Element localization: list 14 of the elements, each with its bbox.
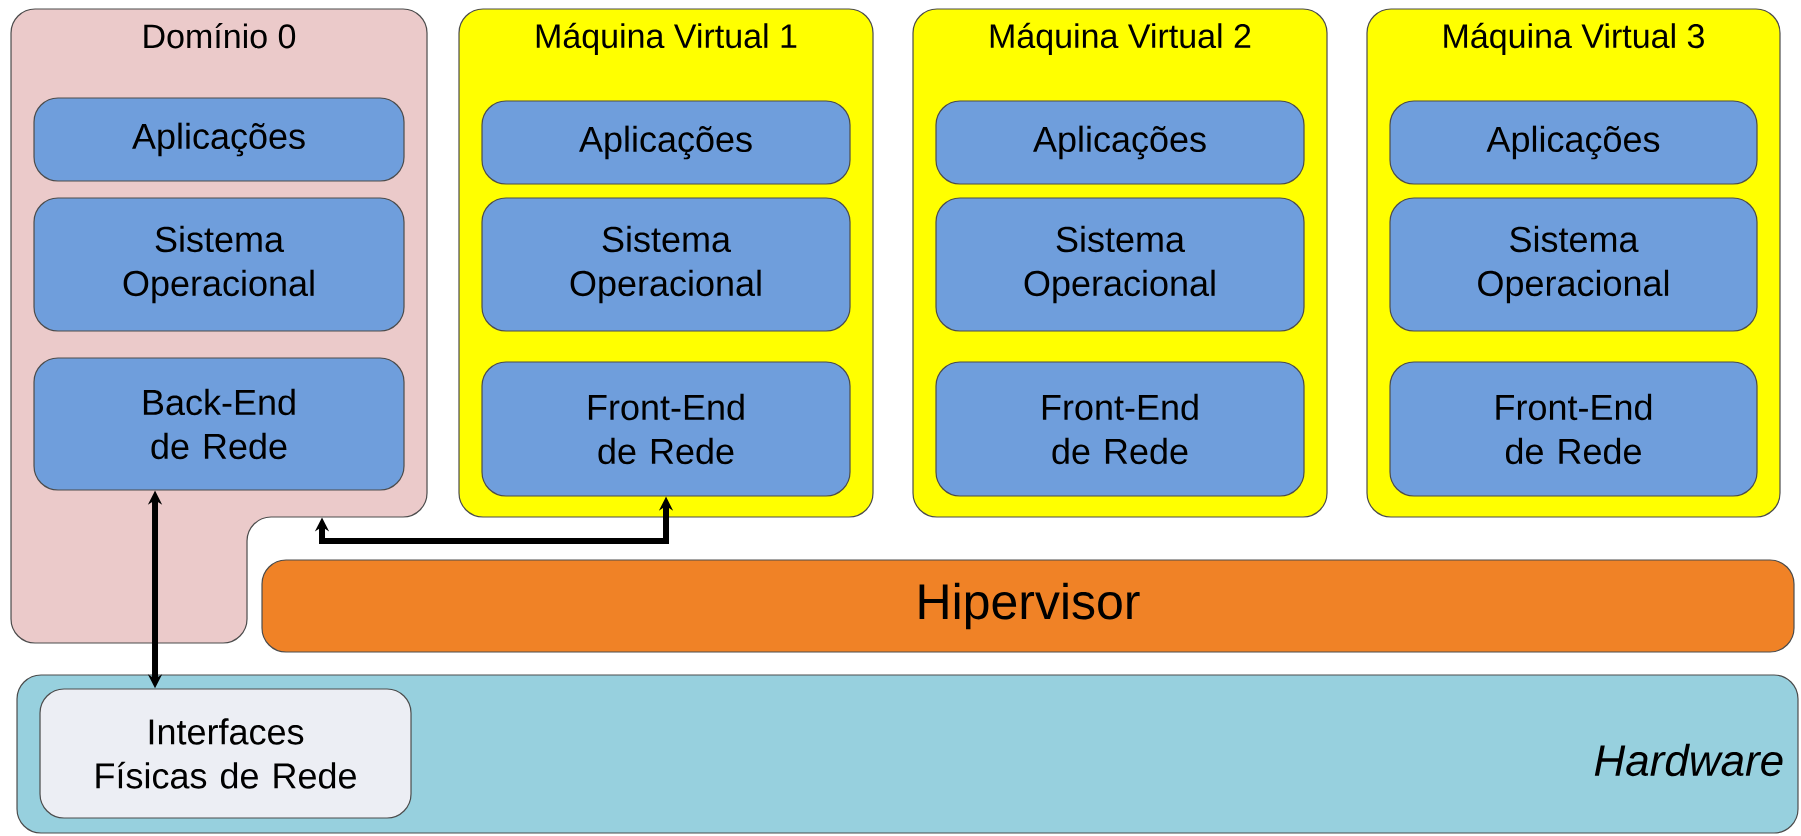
hypervisor-bar: Hipervisor	[261, 559, 1795, 653]
layer-box: Sistema Operacional	[935, 197, 1305, 332]
layer-box: Front-End de Rede	[1389, 361, 1758, 497]
interface-box: Interfaces Físicas de Rede	[39, 688, 412, 819]
layer-box: Sistema Operacional	[481, 197, 851, 332]
layer-box: Aplicações	[1389, 100, 1758, 185]
layer-box: Sistema Operacional	[33, 197, 405, 332]
layer-box: Sistema Operacional	[1389, 197, 1758, 332]
layer-box: Aplicações	[33, 97, 405, 182]
layer-box: Front-End de Rede	[481, 361, 851, 497]
layer-box: Aplicações	[935, 100, 1305, 185]
layer-box: Back-End de Rede	[33, 357, 405, 491]
layer-box: Front-End de Rede	[935, 361, 1305, 497]
layer-box: Aplicações	[481, 100, 851, 185]
